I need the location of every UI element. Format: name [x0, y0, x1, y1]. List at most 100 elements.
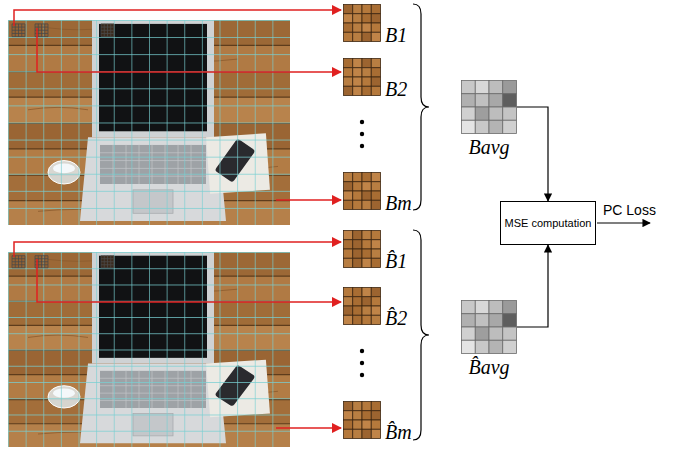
brace	[413, 230, 429, 440]
grid-cell	[344, 288, 353, 297]
grid-cell	[353, 5, 362, 14]
grid-cell	[344, 249, 353, 258]
grid-cell	[353, 173, 362, 182]
grid-cell	[344, 411, 353, 420]
connector	[517, 107, 548, 201]
block-label: B2	[385, 78, 407, 100]
grid-cell	[489, 81, 503, 94]
grid-cell	[475, 301, 489, 314]
grid-cell	[362, 249, 371, 258]
grid-cell	[362, 23, 371, 32]
block-label: B̂2	[385, 307, 407, 329]
grid-cell	[475, 107, 489, 120]
process-box: MSE computation	[500, 201, 596, 245]
grid-cell	[371, 5, 380, 14]
grid-cell	[344, 200, 353, 209]
grid-cell	[353, 420, 362, 429]
grid-cell	[353, 288, 362, 297]
grid-cell	[462, 94, 476, 107]
grid-cell	[353, 14, 362, 23]
block-arrow	[14, 10, 341, 26]
grid-cell	[489, 94, 503, 107]
grid-cell	[489, 314, 503, 327]
block-arrow	[37, 28, 341, 72]
grid-cell	[353, 200, 362, 209]
grid-cell	[353, 59, 362, 68]
grid-cell	[503, 314, 517, 327]
grid-cell	[353, 77, 362, 86]
pixel-grid	[343, 287, 381, 325]
block-label: B̂m	[385, 421, 412, 443]
output-label: PC Loss	[603, 202, 656, 218]
pixel-grid	[343, 4, 381, 42]
grid-cell	[462, 107, 476, 120]
grid-cell	[475, 327, 489, 340]
block-label: Bavg	[461, 136, 517, 158]
grid-cell	[353, 297, 362, 306]
grid-cell	[344, 5, 353, 14]
grid-cell	[371, 68, 380, 77]
grid-cell	[353, 191, 362, 200]
grid-cell	[462, 327, 476, 340]
grid-cell	[353, 86, 362, 95]
grid-cell	[362, 306, 371, 315]
grid-cell	[371, 86, 380, 95]
grid-cell	[503, 340, 517, 353]
grid-cell	[362, 14, 371, 23]
grid-cell	[503, 81, 517, 94]
grid-cell	[371, 200, 380, 209]
grid-cell	[353, 231, 362, 240]
grid-cell	[371, 288, 380, 297]
grid-cell	[475, 120, 489, 133]
grid-cell	[362, 402, 371, 411]
grid-cell	[353, 402, 362, 411]
grid-cell	[503, 327, 517, 340]
grid-cell	[371, 402, 380, 411]
block-label: B̂avg	[461, 356, 517, 378]
average-grid	[461, 300, 517, 354]
grid-cell	[371, 77, 380, 86]
grid-cell	[371, 191, 380, 200]
grid-cell	[362, 200, 371, 209]
grid-cell	[344, 173, 353, 182]
block-arrow	[276, 199, 341, 201]
grid-cell	[371, 32, 380, 41]
block-arrows	[14, 10, 341, 428]
grid-cell	[362, 429, 371, 438]
braces	[413, 4, 429, 440]
grid-cell	[371, 240, 380, 249]
pixel-grid	[343, 172, 381, 210]
grid-cell	[475, 81, 489, 94]
grid-cell	[503, 120, 517, 133]
grid-cell	[344, 182, 353, 191]
pixel-block: B̂1	[343, 230, 381, 268]
grid-cell	[353, 306, 362, 315]
grid-cell	[353, 411, 362, 420]
average-block: Bavg	[461, 80, 517, 134]
grid-cell	[371, 249, 380, 258]
grid-cell	[371, 59, 380, 68]
grid-cell	[353, 315, 362, 324]
box-label: MSE computation	[505, 217, 592, 230]
block-label: Bm	[385, 192, 412, 214]
grid-cell	[362, 191, 371, 200]
grid-cell	[371, 258, 380, 267]
block-arrow	[37, 259, 341, 302]
pixel-block: B1	[343, 4, 381, 42]
grid-cell	[362, 68, 371, 77]
grid-cell	[344, 402, 353, 411]
grid-cell	[371, 411, 380, 420]
grid-cell	[475, 340, 489, 353]
block-arrow	[276, 427, 341, 429]
grid-cell	[344, 14, 353, 23]
pixel-block: B2	[343, 58, 381, 96]
grid-cell	[489, 301, 503, 314]
grid-cell	[362, 411, 371, 420]
grid-cell	[503, 107, 517, 120]
grid-cell	[475, 94, 489, 107]
brace	[413, 4, 429, 210]
grid-cell	[344, 32, 353, 41]
grid-cell	[475, 314, 489, 327]
grid-cell	[362, 5, 371, 14]
